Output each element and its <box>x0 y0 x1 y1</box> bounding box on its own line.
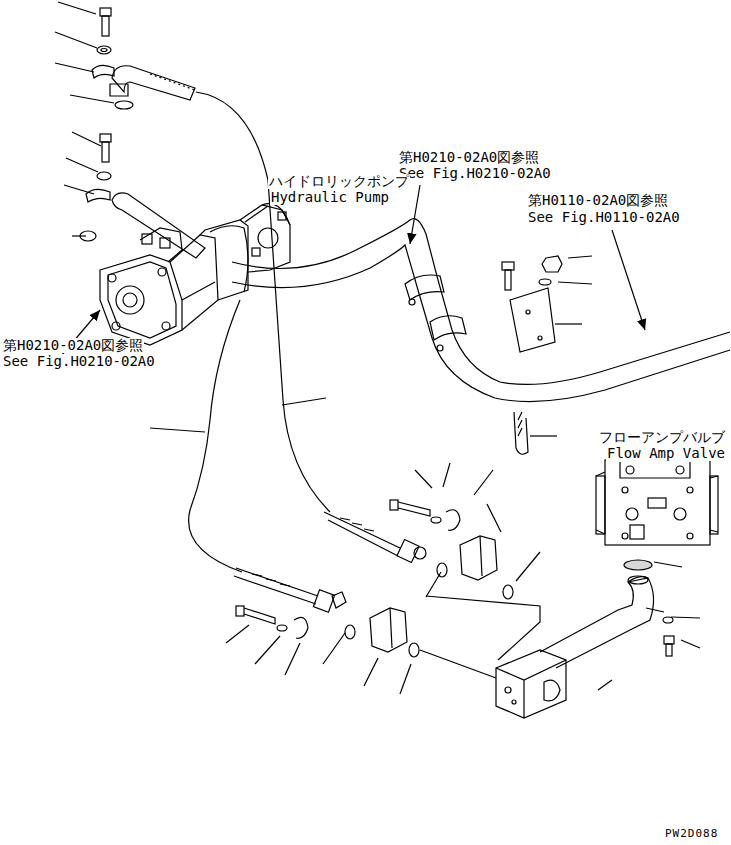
flow-amp-valve <box>596 460 718 545</box>
reference-label: 第H0210-02A0図参照 <box>398 150 540 165</box>
reference-label: See Fig.H0210-02A0 <box>2 354 156 369</box>
reference-label: フローアンプバルブ <box>598 430 726 445</box>
reference-label: See Fig.H0210-02A0 <box>398 166 552 181</box>
reference-label: See Fig.H0110-02A0 <box>527 210 681 225</box>
reference-label: Hydraulic Pump <box>270 190 390 205</box>
upper-fittings <box>80 8 205 258</box>
tube-bracket <box>502 256 562 454</box>
lower-fittings <box>236 500 540 678</box>
hydraulic-pump <box>100 204 290 345</box>
manifold-pipe <box>496 560 674 718</box>
hoses <box>189 92 426 612</box>
reference-label: 第H0110-02A0図参照 <box>527 193 669 208</box>
reference-label: Flow Amp Valve <box>606 446 726 461</box>
suction-tube <box>232 219 730 402</box>
reference-label: ハイドロリックポンプ <box>268 174 410 189</box>
leader-lines <box>55 2 700 694</box>
reference-label: 第H0210-02A0図参照 <box>2 338 144 353</box>
drawing-number: PW2D088 <box>664 828 719 840</box>
